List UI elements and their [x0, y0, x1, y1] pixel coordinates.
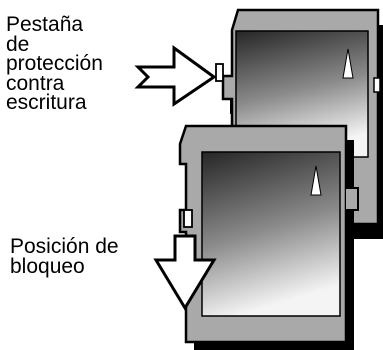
lock-position-label: Posición de bloqueo — [10, 235, 150, 278]
triangle-marker-icon — [310, 165, 322, 196]
label-line: escritura — [6, 91, 87, 114]
label-line: contra — [6, 71, 65, 95]
write-protect-tab — [215, 63, 224, 82]
write-protect-tab-label: Pestaña de protección contra escritura — [6, 13, 126, 114]
label-line: de — [6, 32, 30, 56]
arrow-right-icon — [134, 45, 217, 107]
label-line: bloqueo — [10, 254, 85, 278]
sd-card-locked — [178, 124, 359, 350]
label-line: Posición de — [10, 235, 119, 258]
card-edge-notch — [373, 77, 381, 93]
card-label-window — [201, 151, 341, 317]
triangle-marker-icon — [342, 48, 354, 79]
write-protect-tab — [183, 209, 193, 228]
arrow-down-icon — [153, 234, 217, 311]
label-line: protección — [6, 52, 103, 75]
card-edge-step — [346, 187, 359, 211]
label-line: Pestaña — [6, 13, 84, 36]
